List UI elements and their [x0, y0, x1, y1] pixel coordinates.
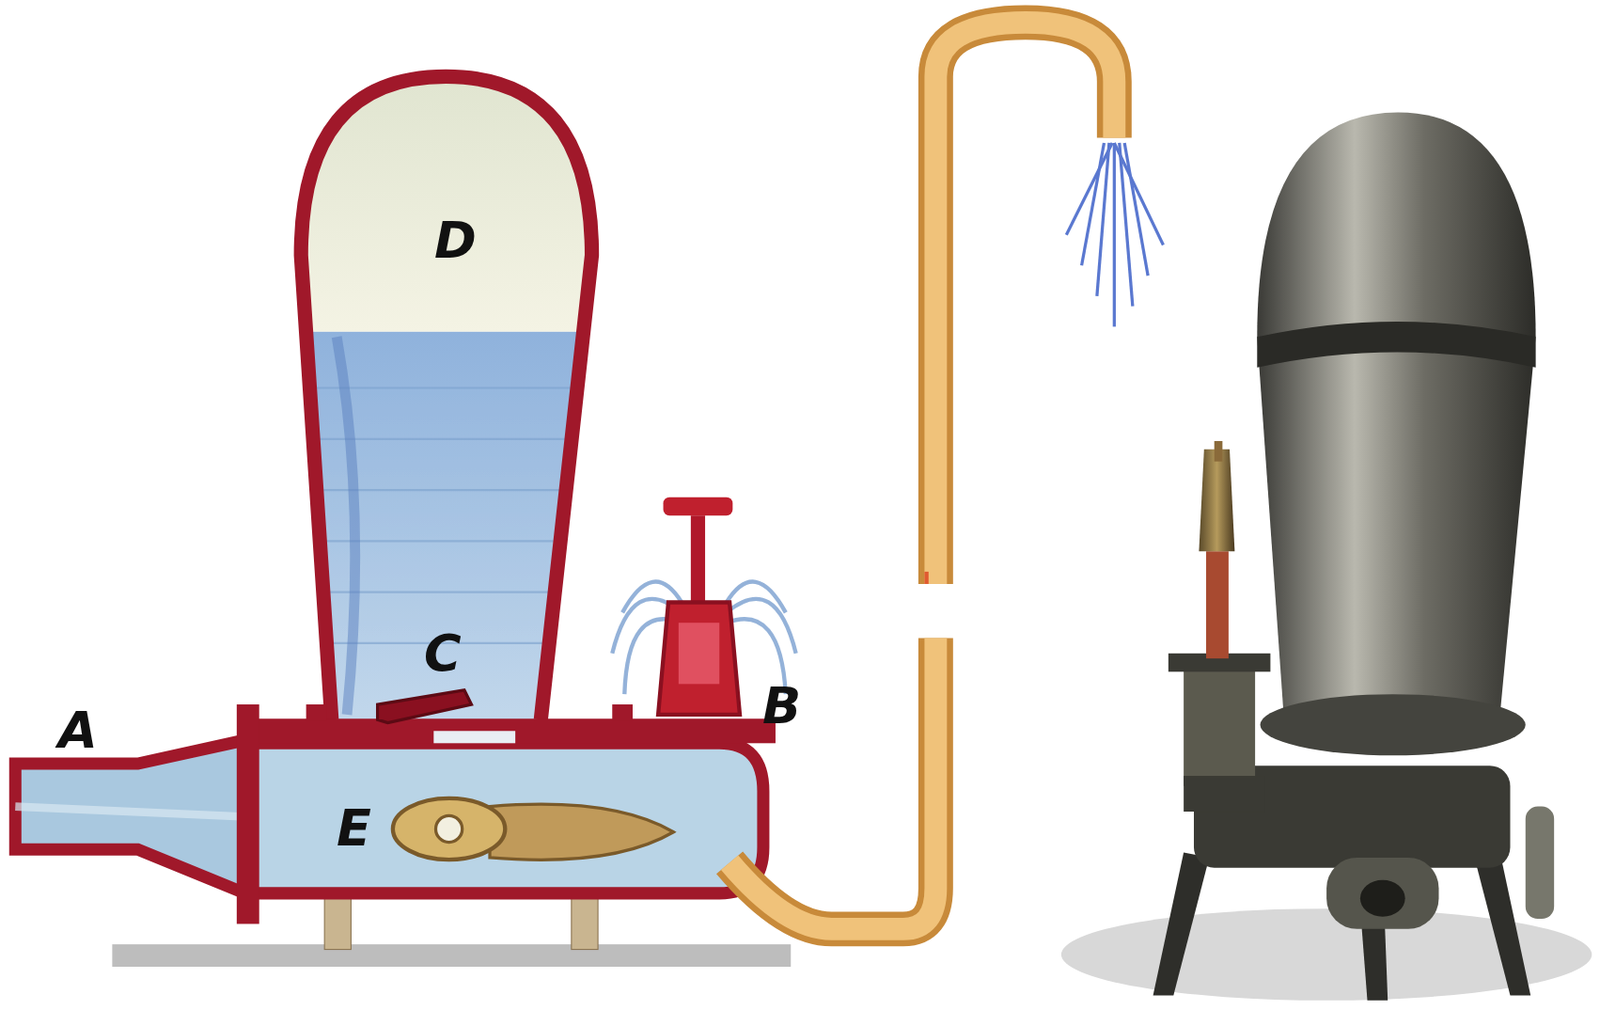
- air-chamber: [285, 61, 612, 740]
- flange: [236, 704, 260, 924]
- part-letter: E: [336, 802, 372, 854]
- pump-engraving: [1061, 111, 1592, 1000]
- part-letter: C: [423, 627, 462, 679]
- delivery-pipe: [729, 22, 1114, 929]
- impulse-valve: [392, 798, 675, 860]
- inlet-pipe: [15, 739, 245, 894]
- delivery-valve: [377, 690, 472, 723]
- water-spray: [1066, 142, 1163, 327]
- pump-body: [250, 742, 764, 894]
- part-letter: A: [58, 705, 98, 756]
- part-letter: D: [434, 215, 477, 267]
- top-plate: [245, 718, 776, 743]
- ground: [111, 943, 791, 967]
- part-letter: B: [762, 680, 801, 732]
